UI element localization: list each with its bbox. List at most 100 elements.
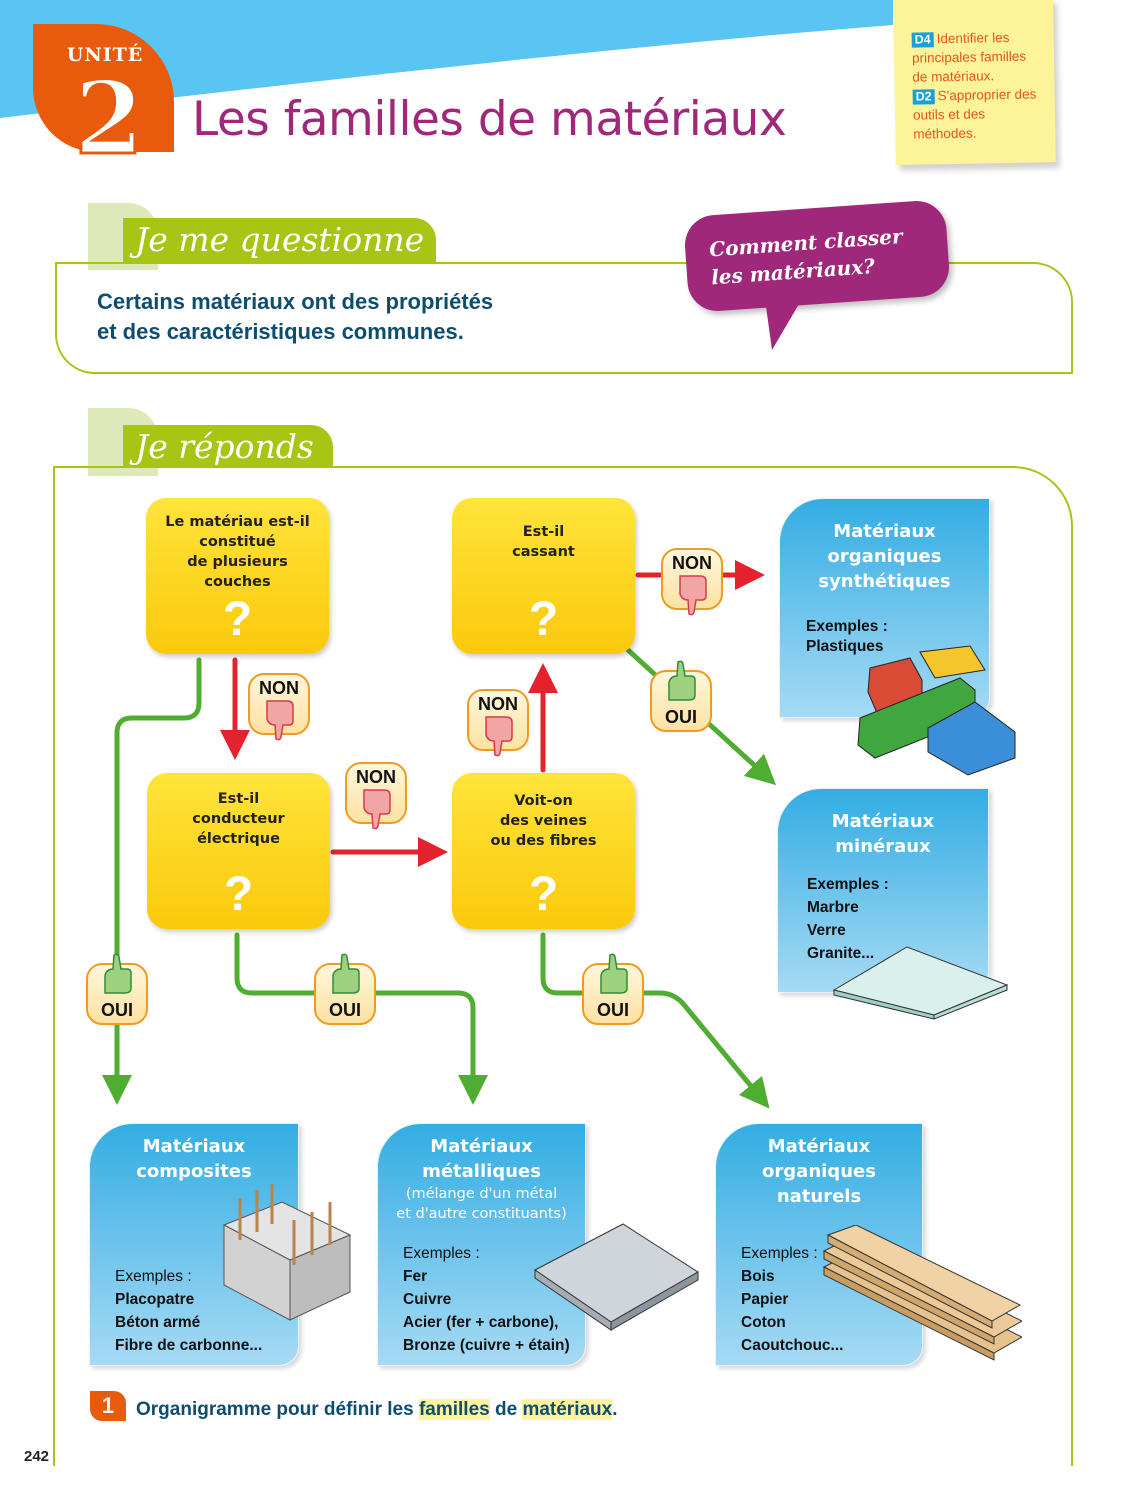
answer-label: NON [478, 694, 518, 714]
family-examples: Exemples : Marbre Verre Granite... [807, 873, 889, 965]
section-heading-questionne: Je me questionne [123, 218, 436, 263]
answer-chip-oui: OUI [650, 660, 712, 732]
thumbs-up-icon [104, 953, 132, 994]
question-line: Voit-on [514, 793, 573, 809]
unit-number: 2 [73, 59, 146, 177]
question-box-layers: Le matériau est-il constitué de plusieur… [146, 498, 329, 654]
objective-tag: D2 [912, 89, 935, 105]
family-title-line: Matériaux [833, 521, 936, 542]
wood-planks-illustration [822, 1225, 1022, 1361]
question-line: constitué [199, 534, 276, 550]
question-mark-icon: ? [528, 593, 559, 646]
examples-label: Exemples : [806, 618, 888, 635]
unit-badge [33, 24, 174, 152]
examples-label: Exemples : [741, 1245, 818, 1262]
answer-chip-oui: OUI [86, 953, 148, 1025]
page-title: Les familles de matériaux [192, 92, 787, 147]
example-item: Caoutchouc... [741, 1337, 844, 1354]
example-item: Verre [807, 922, 846, 939]
answer-chip-non: NON [345, 762, 407, 830]
caption-highlight: familles [418, 1399, 490, 1420]
thumbs-down-icon [679, 575, 707, 616]
family-box-mineraux: Matériaux minéraux Exemples : Marbre Ver… [777, 788, 989, 993]
example-item: Bronze (cuivre + étain) [403, 1337, 570, 1354]
example-item: Marbre [807, 899, 859, 916]
answer-chip-oui: OUI [314, 953, 376, 1025]
example-item: Granite... [807, 945, 875, 962]
reponds-frame [53, 466, 1073, 1466]
examples-label: Exemples : [403, 1245, 480, 1262]
caption-part: Organigramme pour définir les [136, 1399, 419, 1420]
arrow-q1-oui [102, 657, 202, 1105]
question-mark-icon: ? [528, 868, 559, 921]
example-item: Papier [741, 1291, 789, 1308]
thumbs-up-icon [668, 660, 696, 701]
question-line: de plusieurs [187, 554, 288, 570]
question-box-brittle: Est-il cassant ? [452, 498, 635, 654]
question-line: conducteur [192, 811, 285, 827]
family-title-line: Matériaux [767, 1136, 871, 1157]
example-item: Acier (fer + carbone), [403, 1314, 559, 1331]
answer-label: OUI [596, 1000, 629, 1020]
family-title-line: Matériaux [831, 811, 935, 832]
family-title-line: organiques [762, 1161, 876, 1182]
question-line: couches [204, 574, 271, 590]
objective-tag: D4 [911, 32, 934, 48]
example-item: Cuivre [403, 1291, 452, 1308]
question-line: Est-il [217, 791, 260, 807]
family-subtitle-line: et d'autre constituants) [396, 1206, 567, 1222]
family-title-line: Matériaux [430, 1136, 533, 1157]
family-title-line: Matériaux [142, 1136, 246, 1157]
question-mark-icon: ? [222, 593, 253, 646]
family-title: Matériaux minéraux [778, 809, 988, 859]
thumbs-down-icon [266, 700, 294, 741]
bubble-tail [764, 292, 806, 350]
example-item: Coton [741, 1314, 786, 1331]
glass-plate-illustration [832, 946, 1009, 1020]
question-line: Est-il [522, 524, 565, 540]
thumbs-up-icon [600, 953, 628, 994]
family-subtitle-line: (mélange d'un métal [405, 1186, 558, 1202]
concrete-block-illustration [222, 1184, 352, 1321]
answer-chip-non: NON [467, 689, 529, 757]
figure-number: 1 [90, 1391, 126, 1421]
thumbs-down-icon [363, 789, 391, 830]
unit-label: UNITÉ [66, 44, 144, 66]
page-number: 242 [24, 1448, 50, 1465]
caption-part: de [489, 1399, 523, 1420]
intro-line: Certains matériaux ont des propriétés [97, 289, 494, 314]
question-mark-icon: ? [223, 868, 254, 921]
answer-chip-non: NON [661, 548, 723, 616]
question-line: des veines [500, 813, 587, 829]
question-box-conductor: Est-il conducteur électrique ? [147, 773, 330, 929]
question-line: ou des fibres [490, 833, 597, 849]
family-title: Matériaux organiques synthétiques [780, 519, 989, 594]
answer-label: NON [356, 767, 396, 787]
header-sky-band [0, 0, 1125, 118]
example-item: Béton armé [115, 1314, 201, 1331]
family-examples: Exemples : Fer Cuivre Acier (fer + carbo… [403, 1242, 570, 1357]
answer-label: NON [672, 553, 712, 573]
answer-label: NON [259, 678, 299, 698]
answer-chip-oui: OUI [582, 953, 644, 1025]
metal-plate-illustration [534, 1223, 699, 1331]
example-item: Fer [403, 1268, 428, 1285]
family-title-line: synthétiques [818, 571, 951, 592]
section-heading-reponds: Je réponds [123, 425, 333, 468]
family-title-line: organiques [827, 546, 942, 567]
family-title: Matériaux composites [90, 1134, 298, 1184]
example-item: Placopatre [115, 1291, 195, 1308]
family-title-line: minéraux [835, 836, 931, 857]
question-line: cassant [512, 544, 575, 560]
caption-highlight: matériaux [522, 1399, 613, 1420]
intro-line: et des caractéristiques communes. [97, 319, 464, 344]
questionne-frame [55, 262, 1073, 374]
examples-label: Exemples : [115, 1268, 192, 1285]
intro-text: Certains matériaux ont des propriétés et… [97, 287, 493, 347]
family-examples: Exemples : Bois Papier Coton Caoutchouc.… [741, 1242, 843, 1357]
thumbs-up-icon [332, 953, 360, 994]
family-box-composites: Matériaux composites Exemples : Placopat… [89, 1123, 299, 1366]
